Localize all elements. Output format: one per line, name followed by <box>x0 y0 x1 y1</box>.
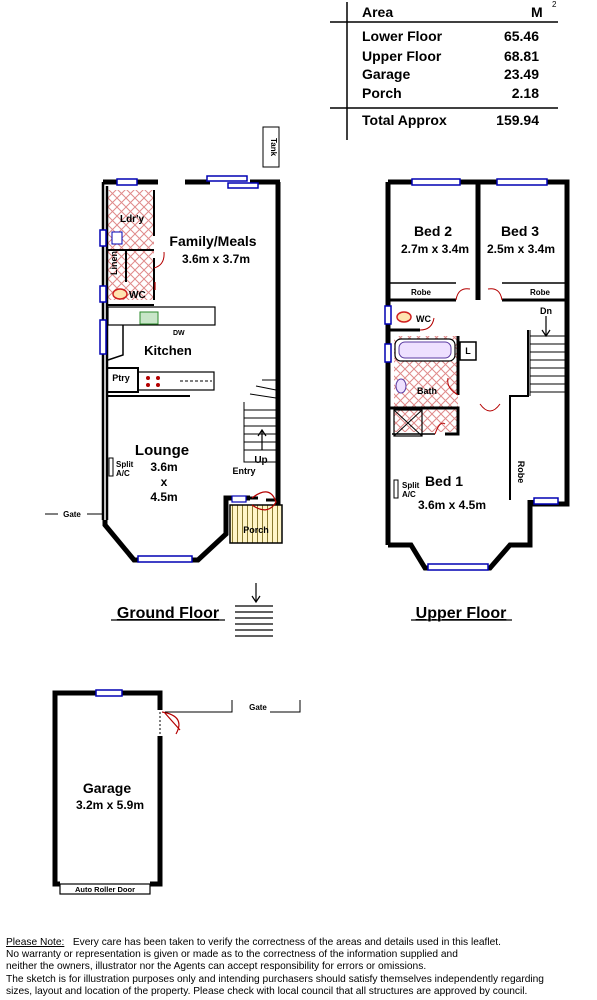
split-ac-label: A/C <box>116 469 130 478</box>
area-total-label: Total Approx <box>362 112 447 128</box>
floor-plan: Area M 2 Lower Floor 65.46 Upper Floor 6… <box>45 0 570 895</box>
dw-label: DW <box>173 330 185 337</box>
upper-split-ac-label: A/C <box>402 490 416 499</box>
pantry-label: Ptry <box>112 373 130 383</box>
lounge-width: 3.6m <box>150 460 177 474</box>
porch-label: Porch <box>243 525 269 535</box>
area-row-label: Porch <box>362 85 402 101</box>
bed3-label: Bed 3 <box>501 223 539 239</box>
area-row-value: 65.46 <box>504 28 539 44</box>
bed1-label: Bed 1 <box>425 473 463 489</box>
laundry-tiles <box>108 190 154 300</box>
lounge-length: 4.5m <box>150 490 177 504</box>
note-line: No warranty or representation is given o… <box>6 949 458 961</box>
split-ac-label: Split <box>116 460 134 469</box>
area-total-value: 159.94 <box>496 112 539 128</box>
tank <box>262 126 280 168</box>
bath-label: Bath <box>417 386 437 396</box>
area-heading: Area <box>362 4 393 20</box>
upper-floor-plan: Bed 2 2.7m x 3.4m Bed 3 2.5m x 3.4m Robe… <box>384 178 570 622</box>
note-line: The sketch is for illustration purposes … <box>6 973 544 985</box>
ground-floor-title: Ground Floor <box>117 605 219 622</box>
upper-floor-title: Upper Floor <box>416 605 507 622</box>
roller-door-label: Auto Roller Door <box>75 885 135 894</box>
garage-plan: Garage 3.2m x 5.9m Gate Auto Roller Door <box>52 689 301 895</box>
lounge-x: x <box>161 475 168 489</box>
garage-label: Garage <box>83 780 131 796</box>
entry-label: Entry <box>232 466 255 476</box>
family-meals-dims: 3.6m x 3.7m <box>182 252 250 266</box>
area-row-label: Upper Floor <box>362 48 442 64</box>
laundry-label: Ldr'y <box>120 214 144 225</box>
area-row-value: 23.49 <box>504 66 539 82</box>
area-table: Area M 2 Lower Floor 65.46 Upper Floor 6… <box>330 0 558 140</box>
tank-label: Tank <box>269 138 278 157</box>
area-row-label: Lower Floor <box>362 28 443 44</box>
robe-label: Robe <box>411 288 432 297</box>
area-row-value: 2.18 <box>512 85 539 101</box>
note-line: Every care has been taken to verify the … <box>72 937 501 948</box>
note-heading: Please Note: <box>6 937 65 948</box>
wc-label: WC <box>129 290 146 301</box>
area-row-label: Garage <box>362 66 410 82</box>
linen-label: Linen <box>109 251 119 275</box>
area-row-value: 68.81 <box>504 48 539 64</box>
garage-gate-label: Gate <box>249 703 267 712</box>
upper-split-ac-label: Split <box>402 481 420 490</box>
family-meals-label: Family/Meals <box>169 233 256 249</box>
robe-label: Robe <box>516 461 526 484</box>
bed2-label: Bed 2 <box>414 223 452 239</box>
lounge-label: Lounge <box>135 442 189 459</box>
note-line: neither the owners, illustrator nor the … <box>6 961 427 973</box>
kitchen-label: Kitchen <box>144 343 192 358</box>
down-label: Dn <box>540 306 552 316</box>
ground-floor-plan: Tank <box>45 126 283 637</box>
garage-dims: 3.2m x 5.9m <box>76 798 144 812</box>
note-line: sizes, layout and location of the proper… <box>6 985 528 997</box>
bed3-dims: 2.5m x 3.4m <box>487 242 555 256</box>
linen-cupboard-label: L <box>465 346 471 356</box>
bed1-dims: 3.6m x 4.5m <box>418 498 486 512</box>
robe-label: Robe <box>530 288 551 297</box>
disclaimer-note: Please Note: Every care has been taken t… <box>6 937 594 998</box>
bed2-dims: 2.7m x 3.4m <box>401 242 469 256</box>
up-label: Up <box>254 455 267 466</box>
area-unit-sup: 2 <box>552 0 557 9</box>
gate-label: Gate <box>63 510 81 519</box>
area-unit: M <box>531 4 543 20</box>
upper-wc-label: WC <box>416 314 431 324</box>
